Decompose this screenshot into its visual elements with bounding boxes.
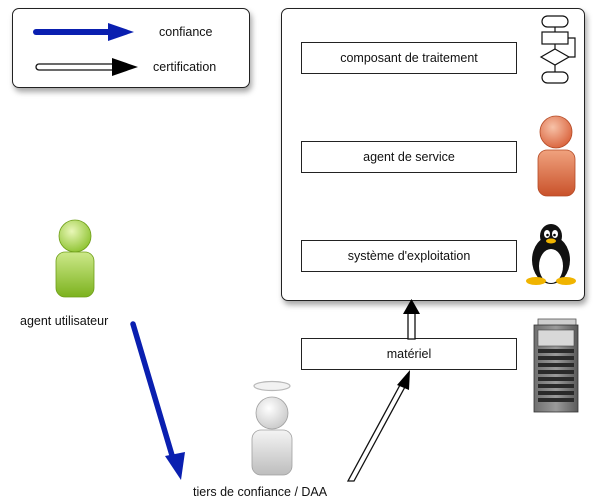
component-processing-label: composant de traitement [340,51,478,65]
user-agent-label: agent utilisateur [20,314,109,328]
component-processing-box: composant de traitement [301,42,517,74]
legend-certification-label: certification [153,60,217,74]
user-agent-person-icon [55,219,95,298]
legend-trust-arrow [33,23,134,41]
hardware-label: matériel [386,347,432,361]
component-os-label: système d'exploitation [347,249,471,263]
component-service-agent-label: agent de service [363,150,455,164]
legend-certification-arrow [35,58,138,76]
legend-trust-label: confiance [159,25,213,39]
third-party-label: tiers de confiance / DAA [193,485,328,499]
certification-arrow-hardware-to-platform [403,299,420,340]
certification-arrow-third-party-to-hardware [346,370,410,482]
linux-penguin-icon [526,224,576,285]
component-service-agent-box: agent de service [301,141,517,173]
flowchart-icon [539,15,576,84]
server-tower-icon [533,318,579,413]
component-os-box: système d'exploitation [301,240,517,272]
trust-arrow-user-to-third-party [130,321,185,480]
third-party-person-icon [251,380,293,476]
service-agent-person-icon [537,115,576,197]
legend-panel [12,8,250,88]
